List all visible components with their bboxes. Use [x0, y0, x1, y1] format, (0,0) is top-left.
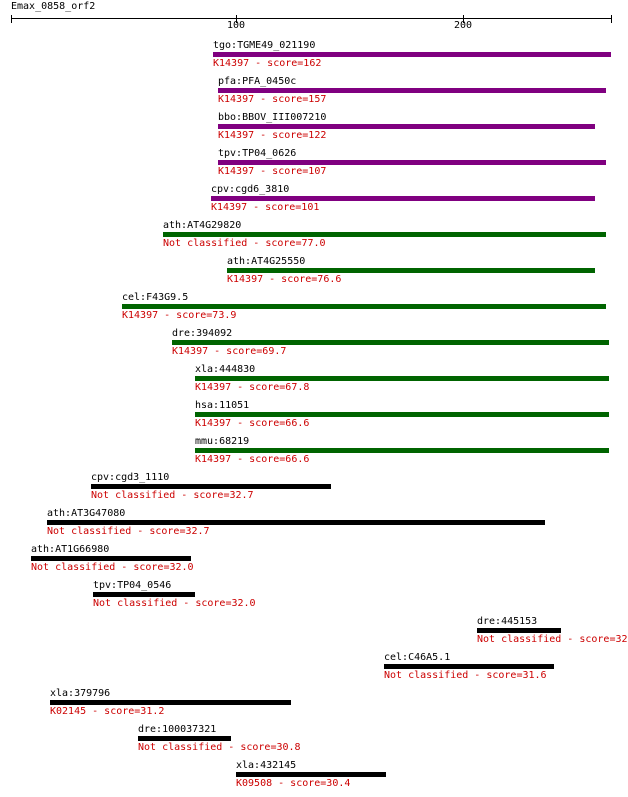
hit-score: K09508 - score=30.4 — [236, 778, 351, 789]
hit-score: K14397 - score=101 — [211, 202, 320, 213]
hit-name[interactable]: cel:C46A5.1 — [384, 652, 451, 663]
hit-bar[interactable] — [213, 52, 611, 57]
hit-name[interactable]: cpv:cgd3_1110 — [91, 472, 170, 483]
hit-score: Not classified - score=77.0 — [163, 238, 326, 249]
hit-name[interactable]: dre:394092 — [172, 328, 233, 339]
hit-name[interactable]: ath:AT4G25550 — [227, 256, 306, 267]
hit-name[interactable]: dre:445153 — [477, 616, 538, 627]
axis-tick — [236, 15, 237, 23]
hit-name[interactable]: hsa:11051 — [195, 400, 250, 411]
hit-name[interactable]: xla:432145 — [236, 760, 297, 771]
hit-bar[interactable] — [50, 700, 291, 705]
axis-tick — [463, 15, 464, 23]
hit-bar[interactable] — [138, 736, 231, 741]
hit-score: K14397 - score=122 — [218, 130, 327, 141]
hit-name[interactable]: bbo:BBOV_III007210 — [218, 112, 327, 123]
hit-bar[interactable] — [122, 304, 606, 309]
hit-score: Not classified - score=30.8 — [138, 742, 301, 753]
hit-name[interactable]: ath:AT1G66980 — [31, 544, 110, 555]
hit-score: K14397 - score=66.6 — [195, 418, 310, 429]
hit-bar[interactable] — [47, 520, 545, 525]
hit-bar[interactable] — [195, 448, 609, 453]
hit-bar[interactable] — [195, 412, 609, 417]
hit-bar[interactable] — [91, 484, 331, 489]
hit-bar[interactable] — [477, 628, 561, 633]
hit-name[interactable]: cel:F43G9.5 — [122, 292, 189, 303]
hit-score: Not classified - score=32.7 — [91, 490, 254, 501]
hit-name[interactable]: xla:379796 — [50, 688, 111, 699]
hit-score: Not classified - score=32.7 — [47, 526, 210, 537]
hit-score: K14397 - score=162 — [213, 58, 322, 69]
axis-tick-label: 200 — [453, 20, 473, 31]
hit-name[interactable]: cpv:cgd6_3810 — [211, 184, 290, 195]
hit-score: K02145 - score=31.2 — [50, 706, 165, 717]
hit-score: K14397 - score=76.6 — [227, 274, 342, 285]
hit-name[interactable]: ath:AT3G47080 — [47, 508, 126, 519]
axis-line — [11, 18, 611, 19]
axis-start-tick — [11, 15, 12, 23]
hit-name[interactable]: tpv:TP04_0546 — [93, 580, 172, 591]
hit-bar[interactable] — [218, 124, 595, 129]
hit-name[interactable]: mmu:68219 — [195, 436, 250, 447]
hit-name[interactable]: tpv:TP04_0626 — [218, 148, 297, 159]
hit-score: Not classified - score=32 — [477, 634, 628, 645]
hit-bar[interactable] — [163, 232, 606, 237]
hit-name[interactable]: pfa:PFA_0450c — [218, 76, 297, 87]
hit-score: K14397 - score=73.9 — [122, 310, 237, 321]
hit-score: K14397 - score=157 — [218, 94, 327, 105]
hit-score: Not classified - score=32.0 — [31, 562, 194, 573]
hit-bar[interactable] — [227, 268, 595, 273]
hit-score: K14397 - score=66.6 — [195, 454, 310, 465]
hit-bar[interactable] — [211, 196, 595, 201]
hit-bar[interactable] — [195, 376, 609, 381]
hit-bar[interactable] — [218, 88, 606, 93]
hit-bar[interactable] — [218, 160, 606, 165]
hit-bar[interactable] — [384, 664, 554, 669]
hit-name[interactable]: ath:AT4G29820 — [163, 220, 242, 231]
hit-score: K14397 - score=67.8 — [195, 382, 310, 393]
hit-bar[interactable] — [172, 340, 609, 345]
hit-score: K14397 - score=69.7 — [172, 346, 287, 357]
hit-bar[interactable] — [93, 592, 195, 597]
hit-score: Not classified - score=32.0 — [93, 598, 256, 609]
hit-score: Not classified - score=31.6 — [384, 670, 547, 681]
hit-bar[interactable] — [31, 556, 191, 561]
axis-tick-label: 100 — [226, 20, 246, 31]
hit-score: K14397 - score=107 — [218, 166, 327, 177]
axis-end-tick — [611, 15, 612, 23]
hit-name[interactable]: tgo:TGME49_021190 — [213, 40, 316, 51]
hit-bar[interactable] — [236, 772, 386, 777]
hit-name[interactable]: xla:444830 — [195, 364, 256, 375]
hit-name[interactable]: dre:100037321 — [138, 724, 217, 735]
query-title: Emax_0858_orf2 — [11, 1, 96, 12]
